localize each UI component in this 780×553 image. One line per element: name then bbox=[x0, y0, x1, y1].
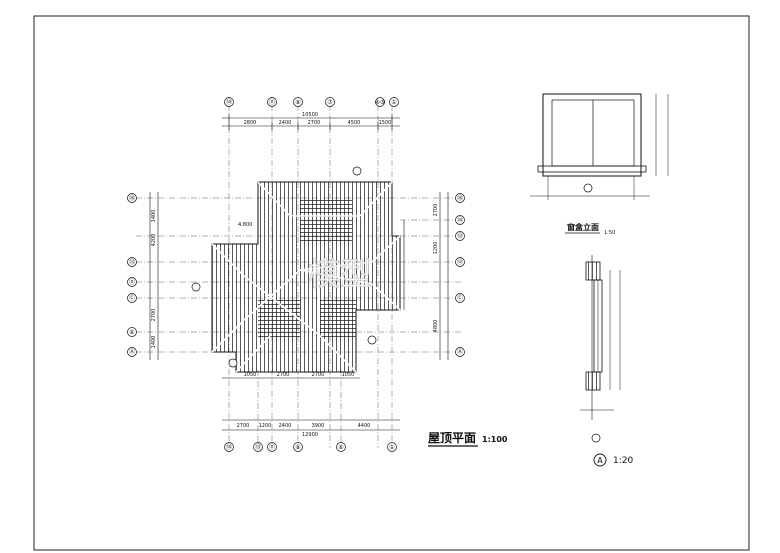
bottom-dim: 3900 bbox=[312, 423, 325, 429]
left-dimensions bbox=[149, 192, 159, 360]
bottom-axis-bubbles: ⑭ ⑬ ⑪ ⑧ ⑥ ① bbox=[224, 442, 397, 452]
axis-label: ⑭ bbox=[226, 98, 232, 106]
axis-label: ① bbox=[389, 444, 394, 451]
right-dim: 1200 bbox=[433, 242, 439, 255]
axis-label: ⑪ bbox=[269, 443, 275, 451]
bottom-inner-dim: 2700 bbox=[312, 372, 325, 378]
window-elevation: 窗盒立面 1:50 bbox=[530, 93, 669, 236]
top-total-dim: 10500 bbox=[302, 112, 318, 118]
axis-label: ⑭ bbox=[457, 216, 463, 224]
left-dim: 1400 bbox=[151, 336, 157, 349]
axis-label: ⑫ bbox=[457, 258, 463, 266]
axis-label: ① bbox=[391, 99, 396, 106]
right-dimensions bbox=[403, 192, 449, 360]
top-dim: 1500 bbox=[379, 120, 392, 126]
detail-label: A bbox=[597, 456, 603, 465]
bottom-dim: 1200 bbox=[259, 423, 272, 429]
axis-label: ⑥ bbox=[338, 444, 343, 451]
top-axis-bubbles: ⑭ ⑪ ⑧ ⑦ ④⑤ ① bbox=[224, 97, 399, 107]
bottom-dim: 2700 bbox=[237, 423, 250, 429]
bottom-total-dim: 12900 bbox=[302, 432, 318, 438]
axis-label: ④⑤ bbox=[375, 99, 386, 106]
axis-label: ⑬ bbox=[129, 258, 135, 266]
axis-label: ⑧ bbox=[295, 99, 300, 106]
left-dim: 2700 bbox=[151, 309, 157, 322]
detail-scale: 1:20 bbox=[613, 456, 633, 466]
bottom-inner-dim: 1050 bbox=[244, 372, 257, 378]
bottom-inner-dim: 2700 bbox=[277, 372, 290, 378]
sheet-border bbox=[33, 15, 750, 551]
bottom-dimensions bbox=[222, 377, 400, 431]
top-dim: 2700 bbox=[308, 120, 321, 126]
axis-label: ⑧ bbox=[295, 444, 300, 451]
top-dim: 2800 bbox=[244, 120, 257, 126]
left-dim: 4200 bbox=[151, 234, 157, 247]
bottom-dim: 2400 bbox=[279, 423, 292, 429]
axis-label: ⑬ bbox=[255, 443, 261, 451]
axis-label: ⑪ bbox=[129, 278, 135, 286]
right-dim: 2700 bbox=[433, 204, 439, 217]
roof-plan-title: 屋顶平面 bbox=[428, 431, 476, 445]
left-dim: 1400 bbox=[151, 210, 157, 223]
detail-marker bbox=[593, 453, 607, 467]
roof-plan-scale: 1:100 bbox=[482, 435, 508, 444]
axis-label: ⑭ bbox=[226, 443, 232, 451]
axis-label: ⑥ bbox=[129, 329, 134, 336]
section-markers bbox=[191, 166, 377, 368]
top-dim: 4500 bbox=[348, 120, 361, 126]
axis-label: Ⓒ bbox=[457, 294, 463, 302]
window-scale: 1:50 bbox=[604, 230, 615, 236]
roof-plan: 10500 2800 2400 2700 4500 1500 ⑭ ⑪ ⑧ ⑦ ④… bbox=[127, 97, 508, 452]
axis-label: ⑦ bbox=[327, 99, 333, 106]
axis-label: ⑯ bbox=[457, 194, 463, 202]
axis-label: Ⓐ bbox=[129, 348, 135, 356]
watermark: 模型 bbox=[308, 255, 372, 293]
spot-elevation: 4.800 bbox=[238, 222, 252, 228]
roof-hatch bbox=[211, 181, 401, 373]
right-dim: 4800 bbox=[433, 320, 439, 333]
detail-a: A 1:20 bbox=[580, 255, 633, 467]
bottom-dim: 4400 bbox=[358, 423, 371, 429]
axis-label: ⑪ bbox=[269, 98, 275, 106]
axis-label: ⑯ bbox=[129, 194, 135, 202]
axis-label: Ⓒ bbox=[129, 294, 135, 302]
axis-label: ⑬ bbox=[457, 232, 463, 240]
right-axis-bubbles: ⑯ ⑭ ⑬ ⑫ Ⓒ Ⓐ bbox=[455, 193, 465, 357]
window-title: 窗盒立面 bbox=[567, 222, 599, 232]
axis-label: Ⓐ bbox=[457, 348, 463, 356]
top-dim: 2400 bbox=[279, 120, 292, 126]
left-axis-bubbles: ⑯ ⑬ ⑪ Ⓒ ⑥ Ⓐ bbox=[127, 193, 137, 357]
bottom-inner-dim: 1050 bbox=[342, 372, 355, 378]
top-dimensions bbox=[222, 114, 400, 130]
